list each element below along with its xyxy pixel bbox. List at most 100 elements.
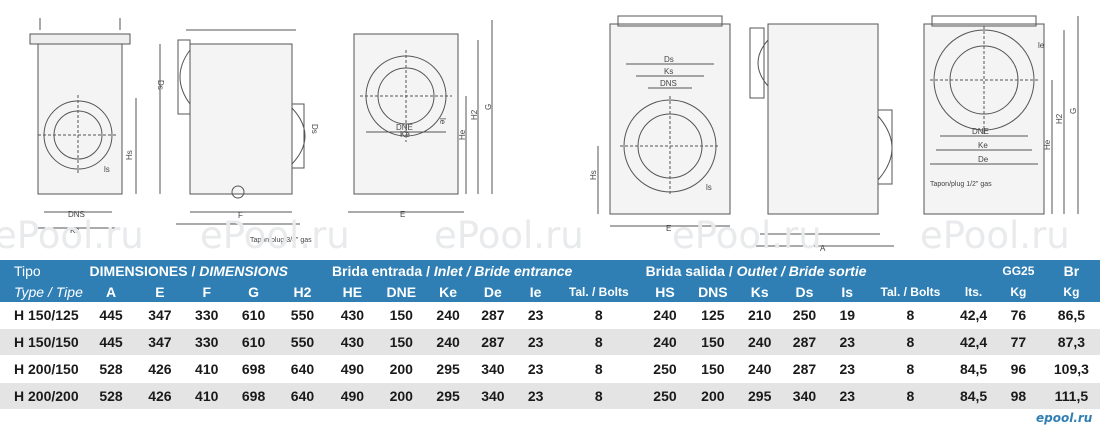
table-cell: 23 — [826, 355, 868, 383]
label-ie-right: le — [1038, 41, 1045, 50]
table-cell: 8 — [556, 328, 642, 356]
table-cell: 490 — [327, 355, 377, 383]
cell-model: H 150/125 — [0, 302, 86, 329]
table-cell: 640 — [276, 355, 328, 383]
table-cell: 8 — [867, 302, 954, 329]
table-cell: 200 — [688, 382, 738, 410]
table-cell: 330 — [183, 328, 231, 356]
drawing-front-view-3 — [597, 15, 731, 227]
header-g: G — [230, 281, 277, 302]
table-cell: 23 — [515, 302, 557, 329]
header-kg-gg25: Kg — [993, 281, 1043, 302]
table-cell: 410 — [183, 382, 231, 410]
table-cell: 430 — [327, 328, 377, 356]
table-cell: 76 — [993, 302, 1043, 329]
table-cell: 84,5 — [953, 382, 994, 410]
table-cell: 109,3 — [1042, 355, 1100, 383]
table-cell: 23 — [515, 355, 557, 383]
table-cell: 330 — [183, 302, 231, 329]
table-cell: 200 — [376, 355, 426, 383]
table-cell: 23 — [826, 382, 868, 410]
header-lts: lts. — [953, 281, 994, 302]
table-cell: 240 — [425, 302, 471, 329]
label-he: He — [458, 129, 467, 140]
label-a: A — [820, 244, 826, 253]
table-cell: 426 — [136, 382, 184, 410]
label-dns: DNS — [68, 210, 85, 219]
specifications-table: Tipo DIMENSIONES / DIMENSIONS Brida entr… — [0, 260, 1100, 410]
table-cell: 42,4 — [953, 302, 994, 329]
watermark-4: ePool.ru — [672, 214, 822, 257]
header-he: HE — [327, 281, 377, 302]
table-header-row-1: Tipo DIMENSIONES / DIMENSIONS Brida entr… — [0, 260, 1100, 281]
table-cell: 610 — [230, 302, 277, 329]
label-ks-front: Ks — [664, 67, 673, 76]
header-f: F — [183, 281, 231, 302]
table-cell: 287 — [470, 328, 516, 356]
table-cell: 295 — [425, 355, 471, 383]
table-cell: 347 — [136, 302, 184, 329]
table-cell: 340 — [470, 355, 516, 383]
table-cell: 490 — [327, 382, 377, 410]
table-cell: 340 — [782, 382, 827, 410]
label-g: G — [484, 104, 493, 110]
table-cell: 8 — [556, 302, 642, 329]
table-cell: 23 — [515, 328, 557, 356]
table-cell: 240 — [737, 328, 783, 356]
header-dne: DNE — [376, 281, 426, 302]
table-cell: 250 — [782, 302, 827, 329]
table-cell: 640 — [276, 382, 328, 410]
drawing-front-view-2 — [348, 20, 493, 213]
table-cell: 150 — [688, 355, 738, 383]
table-cell: 445 — [85, 328, 137, 356]
header-group-dimensions: DIMENSIONES / DIMENSIONS — [85, 260, 328, 281]
label-tapon-12: Tapon/plug 1/2" gas — [930, 181, 992, 188]
table-cell: 287 — [782, 328, 827, 356]
cell-model: H 200/150 — [0, 355, 86, 383]
table-cell: 98 — [993, 382, 1043, 410]
epool-logo: epool.ru — [1036, 411, 1093, 425]
table-cell: 8 — [556, 382, 642, 410]
header-dns: DNS — [688, 281, 738, 302]
header-bolts-inlet: Tal. / Bolts — [556, 281, 642, 302]
header-kg-br: Kg — [1042, 281, 1100, 302]
table-cell: 295 — [737, 382, 783, 410]
table-cell: 295 — [425, 382, 471, 410]
label-ds-outlet: Ds — [310, 124, 319, 134]
header-ie: Ie — [515, 281, 557, 302]
table-cell: 550 — [276, 328, 328, 356]
table-cell: 410 — [183, 355, 231, 383]
table-cell: 426 — [136, 355, 184, 383]
header-tipo: Tipo — [0, 260, 86, 281]
table-cell: 19 — [826, 302, 868, 329]
table-cell: 528 — [85, 355, 137, 383]
table-cell: 42,4 — [953, 328, 994, 356]
watermark-2: ePool.ru — [200, 214, 350, 257]
label-h2: H2 — [470, 109, 479, 120]
table-cell: 150 — [376, 302, 426, 329]
header-e: E — [136, 281, 184, 302]
label-h2-right: H2 — [1055, 113, 1064, 124]
header-a: A — [85, 281, 137, 302]
label-is: ls — [104, 165, 110, 174]
cell-model: H 200/200 — [0, 382, 86, 410]
table-cell: 111,5 — [1042, 382, 1100, 410]
label-hs-front: Hs — [589, 170, 598, 180]
table-cell: 150 — [688, 328, 738, 356]
table-cell: 430 — [327, 302, 377, 329]
table-cell: 150 — [376, 328, 426, 356]
label-tapon-38: Tapon/plug 3/8" gas — [250, 237, 312, 244]
header-is: Is — [826, 281, 868, 302]
header-ds: Ds — [782, 281, 827, 302]
table-cell: 8 — [867, 382, 954, 410]
header-br: Br — [1042, 260, 1100, 281]
label-de-right: De — [978, 155, 989, 164]
table-cell: 445 — [85, 302, 137, 329]
watermark-1: ePool.ru — [0, 214, 144, 257]
header-group-outlet: Brida salida / Outlet / Bride sortie — [641, 260, 954, 281]
label-hs: Hs — [125, 150, 134, 160]
label-f: F — [238, 211, 243, 220]
drawing-side-view-1 — [159, 29, 306, 225]
